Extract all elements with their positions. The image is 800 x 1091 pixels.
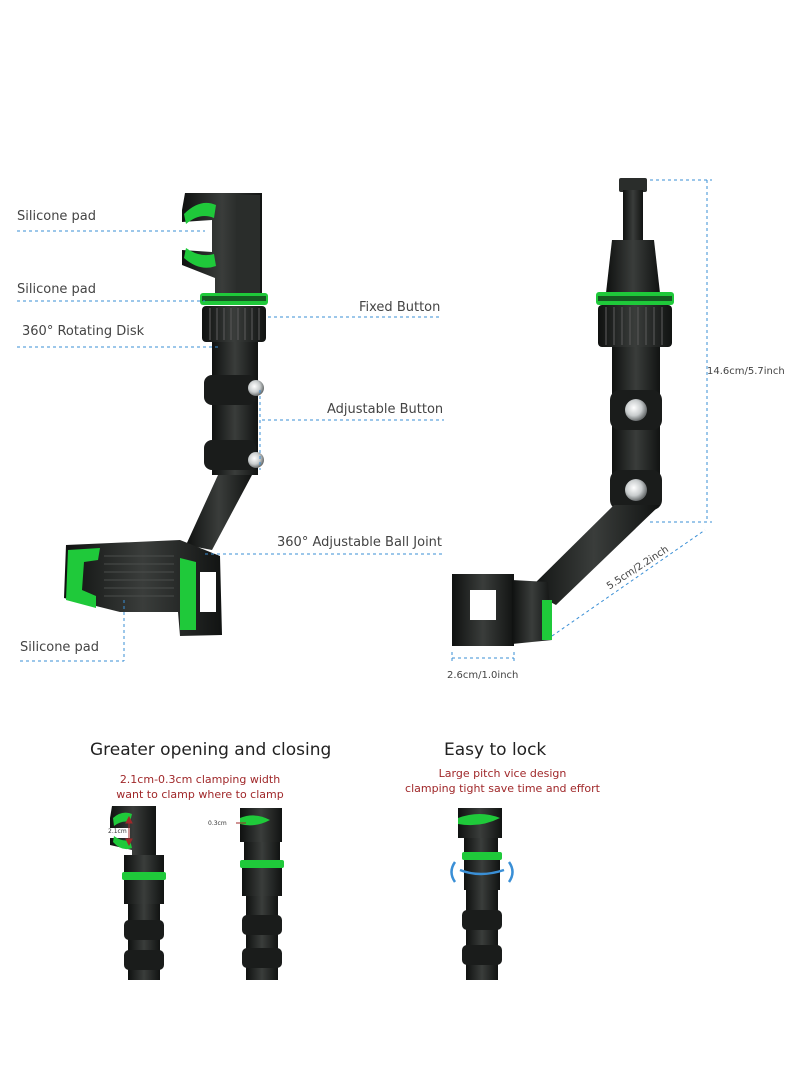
feature-opening-closed xyxy=(240,808,284,980)
feature-opening-caption: 2.1cm-0.3cm clamping width want to clamp… xyxy=(100,772,300,802)
feature-opening-open xyxy=(110,806,166,980)
feature-opening-line1: 2.1cm-0.3cm clamping width xyxy=(119,773,281,786)
right-holder xyxy=(452,178,674,646)
label-rotating-disk: 360° Rotating Disk xyxy=(22,324,145,339)
width-markers xyxy=(125,815,246,847)
label-ball-joint: 360° Adjustable Ball Joint xyxy=(277,535,443,550)
label-silicone-pad-bottom: Silicone pad xyxy=(20,640,100,655)
feature-lock-line1: Large pitch vice design xyxy=(438,767,567,780)
dimension-width: 2.6cm/1.0inch xyxy=(447,670,519,681)
label-fixed-button: Fixed Button xyxy=(359,300,441,315)
feature-lock xyxy=(450,808,514,980)
feature-lock-title: Easy to lock xyxy=(444,740,547,760)
open-width-mark: 2.1cm xyxy=(108,828,127,835)
closed-width-mark: 0.3cm xyxy=(208,820,227,827)
label-silicone-pad-top: Silicone pad xyxy=(17,209,97,224)
dimension-height: 14.6cm/5.7inch xyxy=(707,366,785,377)
feature-opening-line2: want to clamp where to clamp xyxy=(116,788,284,801)
label-adjustable-button: Adjustable Button xyxy=(327,402,444,417)
guide-lines xyxy=(17,179,712,664)
label-silicone-pad-mid: Silicone pad xyxy=(17,282,97,297)
feature-lock-caption: Large pitch vice design clamping tight s… xyxy=(395,766,610,796)
feature-opening-title: Greater opening and closing xyxy=(90,740,332,760)
left-holder xyxy=(64,193,268,636)
feature-lock-line2: clamping tight save time and effort xyxy=(405,782,600,795)
